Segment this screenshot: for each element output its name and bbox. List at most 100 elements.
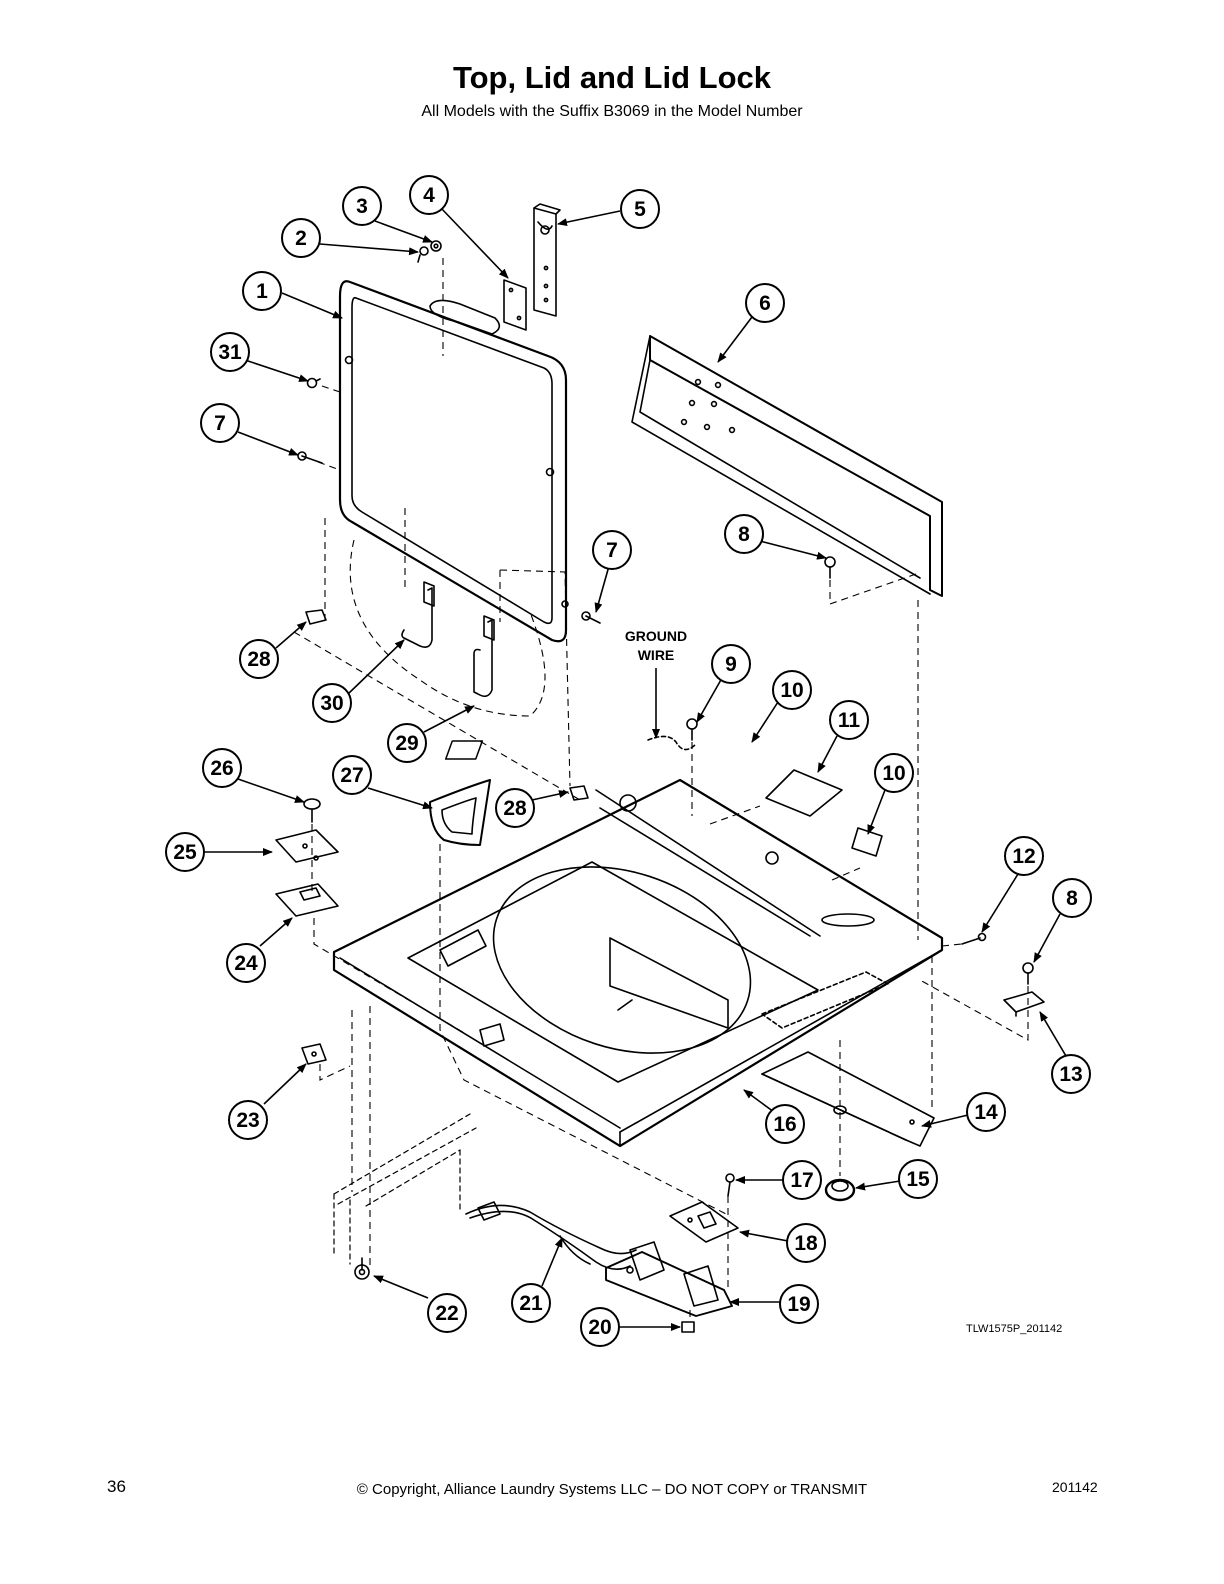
screw-22 [354, 1257, 370, 1280]
document-code: 201142 [1052, 1479, 1098, 1495]
ground-wire-label-line1: GROUND [625, 628, 687, 644]
callout-leaders [202, 206, 1067, 1331]
ground-wire-label-line2: WIRE [638, 647, 675, 663]
callout-7-left: 7 [200, 403, 240, 443]
drawing-code: TLW1575P_201142 [966, 1323, 1063, 1335]
ground-screw [686, 718, 698, 741]
label-small [444, 740, 484, 760]
screw-left [297, 451, 323, 464]
page-subtitle: All Models with the Suffix B3069 in the … [421, 103, 803, 120]
svg-text:9: 9 [725, 653, 737, 676]
svg-text:10: 10 [780, 679, 803, 702]
svg-text:25: 25 [173, 841, 197, 864]
page-number: 36 [107, 1477, 126, 1496]
top-cover [332, 778, 944, 1148]
svg-text:28: 28 [503, 797, 527, 820]
svg-text:8: 8 [1066, 887, 1078, 910]
svg-text:24: 24 [234, 952, 258, 975]
plug-button [306, 377, 321, 389]
nut [681, 1321, 695, 1333]
callout-5: 5 [620, 189, 660, 229]
svg-text:27: 27 [340, 764, 363, 787]
callout-31: 31 [210, 332, 250, 372]
wire-harness [465, 1201, 637, 1270]
svg-text:29: 29 [395, 732, 418, 755]
control-panel-bracket [631, 335, 943, 597]
callout-12: 12 [1004, 836, 1044, 876]
screw-right [581, 611, 601, 624]
grommet [824, 1178, 856, 1202]
wiring-diagram-label [765, 769, 843, 817]
screw-26 [303, 798, 321, 823]
callout-18: 18 [786, 1223, 826, 1263]
svg-text:4: 4 [423, 184, 435, 207]
callout-21: 21 [511, 1283, 551, 1323]
lid-handle [429, 779, 491, 846]
callout-25: 25 [165, 832, 205, 872]
svg-text:17: 17 [790, 1169, 813, 1192]
svg-text:7: 7 [214, 412, 226, 435]
screw-bracket [824, 556, 836, 579]
hinge-plate [503, 279, 527, 331]
ground-wire-line [647, 735, 697, 751]
callout-2: 2 [281, 218, 321, 258]
svg-text:21: 21 [519, 1292, 543, 1315]
clip-left [305, 609, 327, 625]
callout-15: 15 [898, 1159, 938, 1199]
screw-12 [961, 932, 987, 945]
svg-text:15: 15 [906, 1168, 930, 1191]
striker-plate-25 [275, 829, 339, 863]
callout-4: 4 [409, 175, 449, 215]
clip-23 [301, 1043, 327, 1065]
svg-text:10: 10 [882, 762, 905, 785]
callout-20: 20 [580, 1307, 620, 1347]
lid-frame [338, 280, 569, 643]
svg-text:2: 2 [295, 227, 307, 250]
svg-text:3: 3 [356, 195, 368, 218]
svg-text:26: 26 [210, 757, 233, 780]
callout-17: 17 [782, 1160, 822, 1200]
svg-text:28: 28 [247, 648, 271, 671]
callout-11: 11 [829, 700, 869, 740]
svg-text:23: 23 [236, 1109, 259, 1132]
svg-text:31: 31 [218, 341, 242, 364]
cabinet-outline [333, 1113, 477, 1265]
callouts: 1 2 3 4 5 6 31 7 8 7 28 30 29 9 10 11 10… [165, 175, 1092, 1347]
svg-text:11: 11 [838, 709, 861, 732]
hinge-rod-29 [473, 615, 495, 698]
callout-13: 13 [1051, 1054, 1091, 1094]
callout-28-center: 28 [495, 788, 535, 828]
svg-text:20: 20 [588, 1316, 611, 1339]
svg-text:14: 14 [974, 1101, 998, 1124]
clip-13 [1003, 991, 1045, 1017]
svg-text:1: 1 [256, 280, 268, 303]
callout-16: 16 [765, 1104, 805, 1144]
callout-9: 9 [711, 644, 751, 684]
callout-1: 1 [242, 271, 282, 311]
copyright-notice: © Copyright, Alliance Laundry Systems LL… [356, 1481, 868, 1498]
svg-text:19: 19 [787, 1293, 810, 1316]
callout-3: 3 [342, 186, 382, 226]
callout-7-right: 7 [592, 530, 632, 570]
callout-10-lower: 10 [874, 753, 914, 793]
svg-text:6: 6 [759, 292, 771, 315]
callout-28-left: 28 [239, 639, 279, 679]
screw-8-lower [1022, 962, 1034, 985]
callout-22: 22 [427, 1293, 467, 1333]
callout-8-lower: 8 [1052, 878, 1092, 918]
hinge-screw [417, 246, 429, 263]
label-small-2 [851, 827, 883, 857]
svg-text:8: 8 [738, 523, 750, 546]
screw-17 [725, 1173, 735, 1197]
svg-text:13: 13 [1059, 1063, 1082, 1086]
svg-text:7: 7 [606, 539, 618, 562]
callout-24: 24 [226, 943, 266, 983]
callout-19: 19 [779, 1284, 819, 1324]
striker-plate-24 [275, 883, 339, 917]
svg-text:22: 22 [435, 1302, 458, 1325]
callout-29: 29 [387, 723, 427, 763]
hinge-rod-30 [401, 581, 435, 648]
lid-lock-cover-plate [669, 1201, 739, 1243]
callout-27: 27 [332, 755, 372, 795]
